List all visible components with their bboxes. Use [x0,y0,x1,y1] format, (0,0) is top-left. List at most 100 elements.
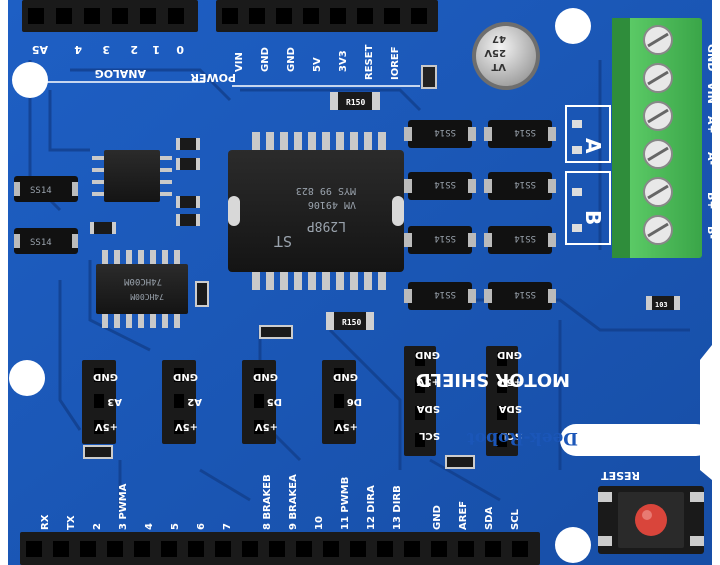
header-socket [431,541,447,557]
sensor-2-pin: A2 [187,396,202,407]
bottom-pin-2: 2 [92,523,103,530]
i2c-1-gnd: GND [415,349,440,360]
screw-terminal-block [612,18,702,258]
resistor-small-code: 103 [655,301,668,309]
bottom-pin-sda: SDA [484,506,495,530]
header-socket [384,8,400,24]
terminal-label-b-plus: B+ [705,192,718,210]
bottom-pin-12-dira: 12 DIRA [366,485,377,530]
header-socket [168,8,184,24]
power-label: POWER [190,71,236,84]
capacitor-code: VT [491,61,506,72]
analog-pin-4: 4 [74,43,82,56]
header-socket [377,541,393,557]
sensor-3-pin: D5 [267,396,282,407]
terminal-label-a-minus: A- [705,152,718,165]
header-socket [296,541,312,557]
analog-pin-1: 1 [152,43,160,56]
i2c-1-vcc: +5V [417,376,440,387]
sensor-3-vcc: +5V [255,421,278,432]
diode-code: SS14 [434,179,456,189]
bottom-pin-13-dirb: 13 DIRB [392,485,403,530]
sensor-header [242,360,276,444]
header-socket [512,541,528,557]
capacitor-voltage: 25V [484,47,506,58]
bottom-pin-6: 6 [196,523,207,530]
sensor-3-gnd: GND [253,371,278,382]
bottom-pin-gnd: GND [432,505,443,530]
header-socket [107,541,123,557]
analog-pin-0: 0 [176,43,184,56]
top-header-pins [28,8,427,24]
bottom-pin-8-brakeb: 8 BRAKEB [262,474,273,530]
diode: SS14 [484,226,556,254]
terminal-label-gnd: GND [705,44,718,71]
resistor-mid: R150 [326,312,374,330]
diode-code: SS14 [434,289,456,299]
diode-left-2: SS14 [14,228,78,254]
resistor-top-code: R150 [346,98,365,107]
header-socket [161,541,177,557]
bottom-pin-tx: TX [66,515,77,530]
terminal-screws [643,25,673,245]
resistor-mid-code: R150 [342,318,361,327]
terminal-label-b-minus: B- [705,226,718,239]
header-socket [330,8,346,24]
diode-code: SS14 [514,127,536,137]
analog-pin-3: 3 [102,43,110,56]
brand-name: Deek-Robot [467,428,578,448]
i2c-2-scl: SCL [500,430,522,441]
logic-ic: 74HC00M 74HC00M [96,250,188,328]
sensor-4-pin: D6 [347,396,362,407]
header-socket [80,541,96,557]
bottom-pin-9-brakea: 9 BRAKEA [288,474,299,530]
diode-code: SS14 [514,233,536,243]
terminal-label-a-plus: A+ [705,116,718,134]
sensor-header [82,360,116,444]
diode: SS14 [404,282,476,310]
power-pin-gnd-2: GND [286,47,297,72]
header-socket [140,8,156,24]
sensor-1-vcc: +5V [95,421,118,432]
header-socket [84,8,100,24]
sensor-2-vcc: +5V [175,421,198,432]
i2c-header [404,346,436,456]
analog-pin-2: 2 [130,43,138,56]
sensor-header-labels: GND A3 +5V GND A2 +5V GND D5 +5V GND D6 … [93,371,362,432]
header-socket [249,8,265,24]
header-socket [215,541,231,557]
power-pin-gnd-1: GND [260,47,271,72]
diode: SS14 [484,282,556,310]
i2c-header [486,346,518,456]
header-socket [323,541,339,557]
header-socket [242,541,258,557]
driver-ic-marking-3: MYS 99 823 [296,185,356,196]
smd-cap-top [421,65,437,89]
sensor-header [162,360,196,444]
header-socket [350,541,366,557]
diode: SS14 [404,172,476,200]
power-pin-5v: 5V [312,57,323,72]
header-socket [134,541,150,557]
power-pin-3v3: 3V3 [338,50,349,72]
header-socket [222,8,238,24]
diode: SS14 [404,120,476,148]
diode-code: SS14 [514,179,536,189]
pcb-traces [28,60,690,510]
sensor-4-vcc: +5V [335,421,358,432]
sensor-headers [82,360,356,444]
resistor-top: R150 [330,92,380,110]
i2c-1-sda: SDA [416,403,440,414]
i2c-2-sda: SDA [498,403,522,414]
i2c-1-scl: SCL [418,430,440,441]
i2c-2-gnd: GND [497,349,522,360]
sensor-2-gnd: GND [173,371,198,382]
diode-code: SS14 [434,233,456,243]
motor-b-box [565,171,611,245]
driver-ic-marking-2: ST [274,232,292,250]
motor-a-label: A [581,138,605,154]
reset-button[interactable] [598,486,704,554]
bottom-pin-labels: RX TX 2 3 PWMA 4 5 6 7 8 BRAKEB 9 BRAKEA… [40,474,521,530]
bottom-pin-aref: AREF [458,501,469,530]
power-pin-vin: VIN [234,52,245,72]
